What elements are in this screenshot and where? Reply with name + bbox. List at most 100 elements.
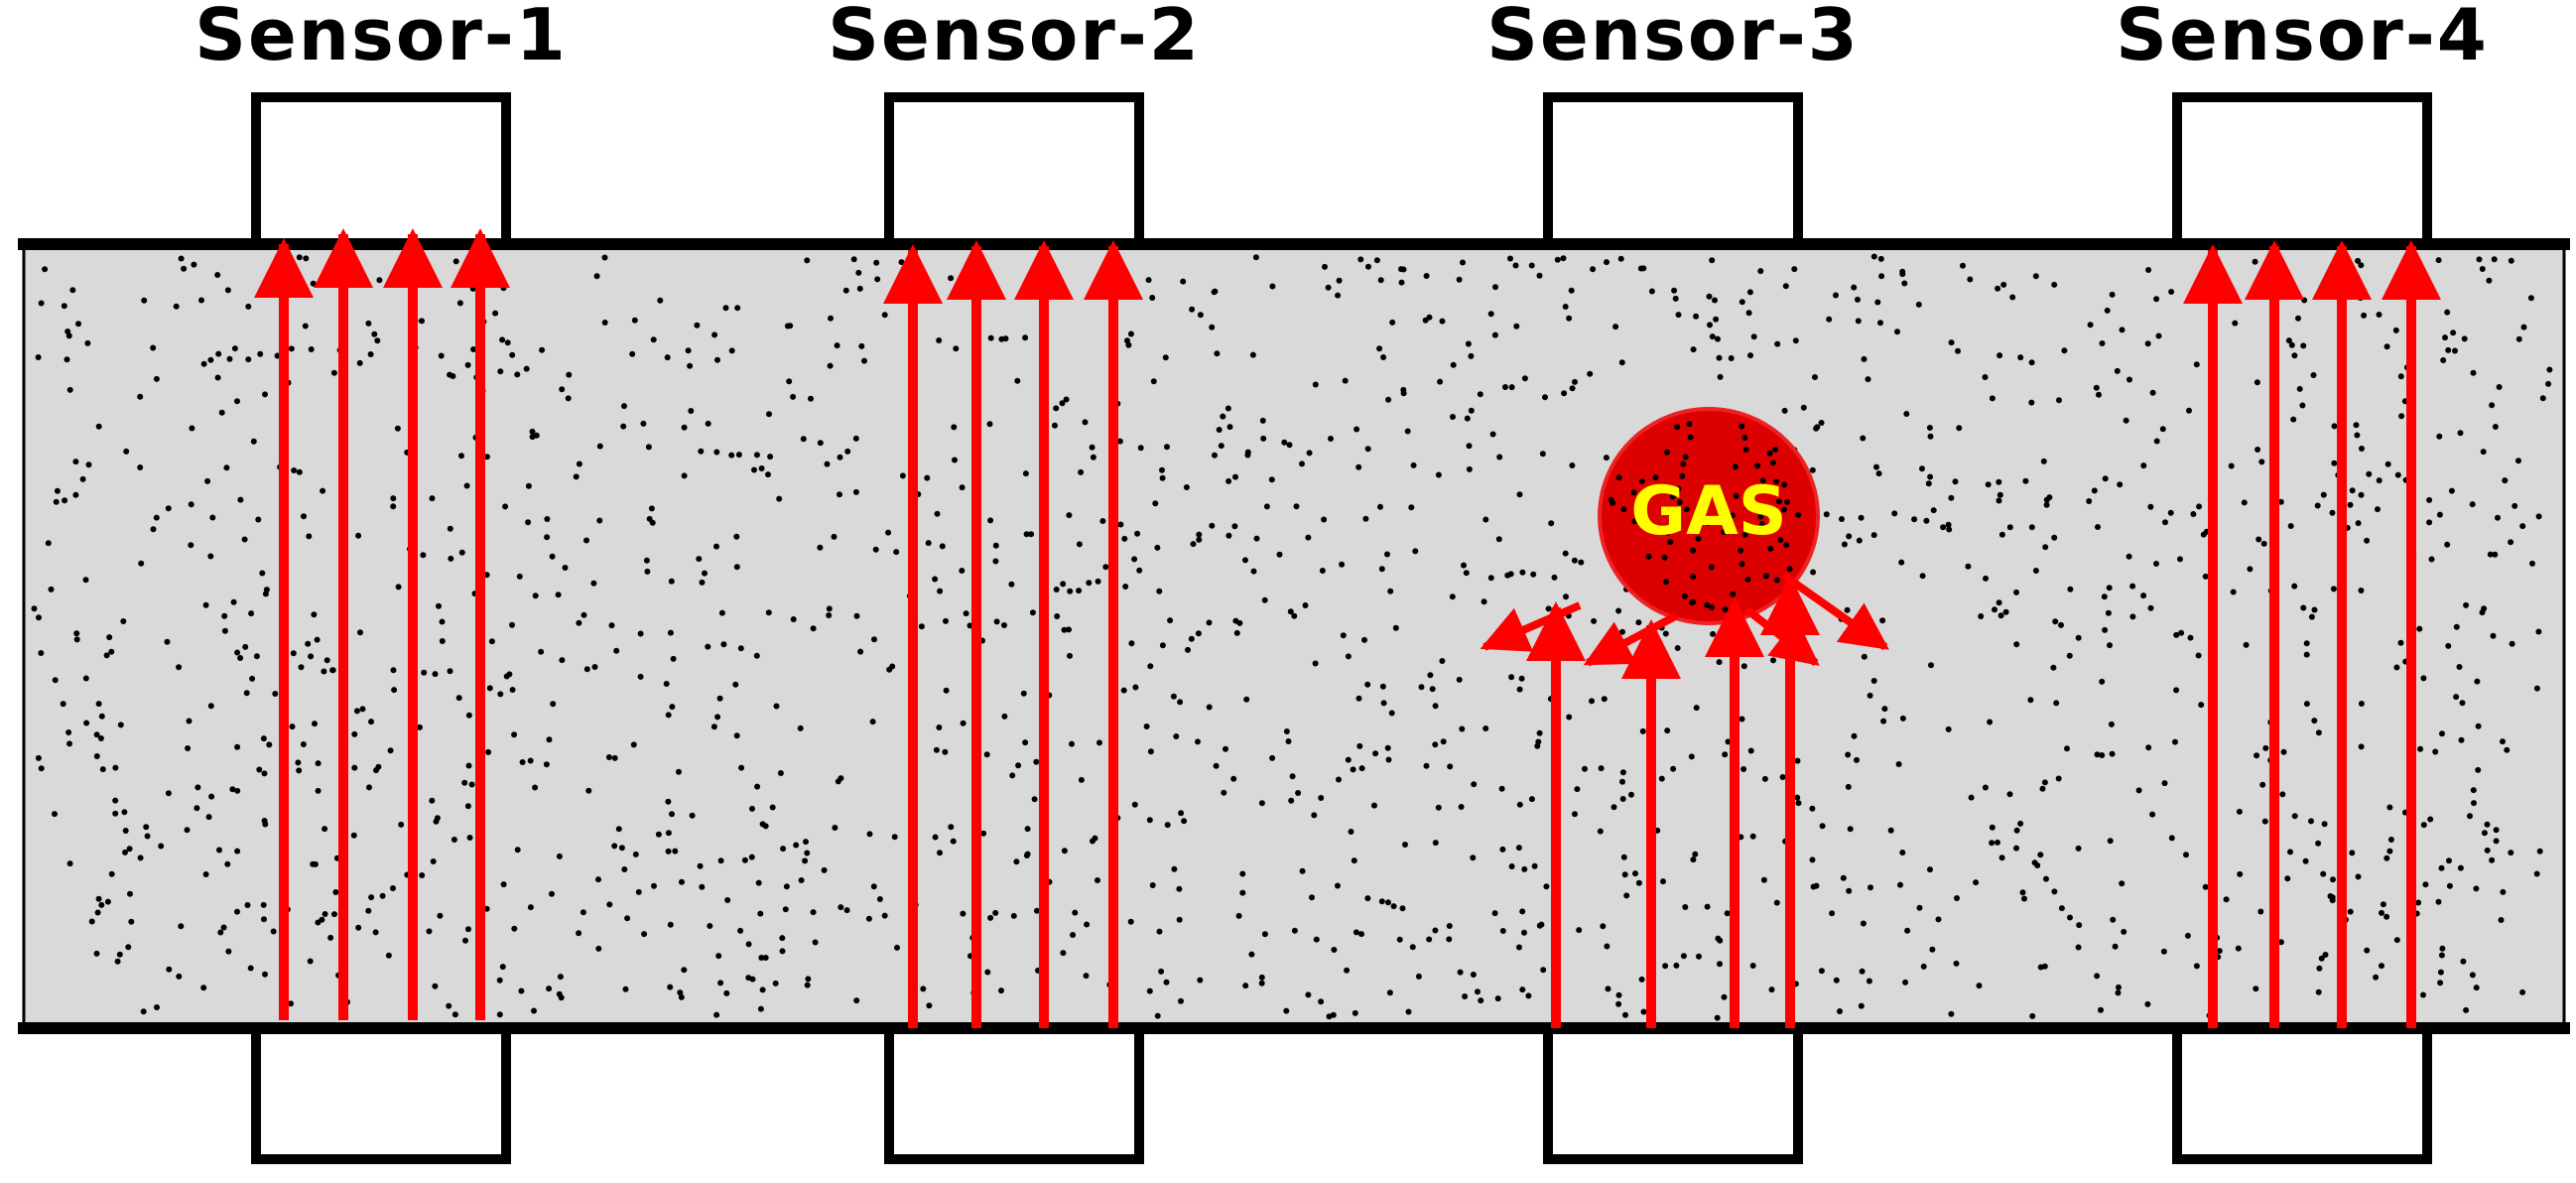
particle-dot bbox=[260, 901, 267, 908]
particle-dot bbox=[451, 837, 457, 843]
particle-dot bbox=[1740, 663, 1747, 670]
particle-dot bbox=[2489, 402, 2496, 409]
particle-dot bbox=[2193, 361, 2200, 368]
particle-dot bbox=[1518, 675, 1525, 682]
particle-dot bbox=[262, 971, 268, 978]
particle-dot bbox=[844, 448, 851, 455]
particle-dot bbox=[1121, 535, 1128, 542]
particle-dot bbox=[611, 754, 618, 761]
particle-dot bbox=[1120, 687, 1127, 694]
particle-dot bbox=[555, 592, 562, 598]
particle-dot bbox=[1749, 963, 1756, 969]
particle-dot bbox=[1283, 1007, 1290, 1014]
particle-dot bbox=[669, 704, 676, 711]
particle-dot bbox=[1954, 895, 1960, 901]
sensor-3-label: Sensor-3 bbox=[1486, 0, 1860, 76]
particle-dot bbox=[842, 287, 849, 294]
particle-dot bbox=[1746, 289, 1753, 296]
particle-dot bbox=[225, 948, 232, 955]
gas-dot bbox=[1733, 492, 1739, 499]
particle-dot bbox=[995, 288, 1002, 295]
particle-dot bbox=[2437, 969, 2444, 976]
particle-dot bbox=[2066, 652, 2073, 659]
particle-dot bbox=[2519, 523, 2526, 530]
particle-dot bbox=[502, 503, 509, 510]
particle-dot bbox=[959, 484, 966, 491]
particle-dot bbox=[2145, 744, 2152, 751]
particle-dot bbox=[1779, 774, 1786, 780]
particle-dot bbox=[1841, 541, 1848, 548]
gas-dot bbox=[1773, 577, 1780, 584]
particle-dot bbox=[651, 882, 657, 889]
particle-dot bbox=[465, 712, 472, 719]
particle-dot bbox=[2481, 830, 2488, 837]
particle-dot bbox=[2109, 750, 2116, 757]
particle-dot bbox=[176, 664, 183, 671]
gas-dot bbox=[1667, 539, 1674, 546]
particle-dot bbox=[234, 649, 241, 656]
particle-dot bbox=[2287, 849, 2293, 855]
particle-dot bbox=[2101, 593, 2108, 600]
particle-dot bbox=[713, 449, 720, 456]
particle-dot bbox=[663, 681, 670, 687]
particle-dot bbox=[1459, 725, 1466, 732]
particle-dot bbox=[955, 284, 962, 291]
particle-dot bbox=[1252, 254, 1259, 261]
particle-dot bbox=[783, 883, 790, 890]
particle-dot bbox=[2290, 416, 2297, 423]
particle-dot bbox=[234, 743, 241, 750]
particle-dot bbox=[419, 872, 426, 878]
particle-dot bbox=[1818, 420, 1825, 426]
particle-dot bbox=[1258, 980, 1265, 986]
particle-dot bbox=[1230, 775, 1237, 782]
particle-dot bbox=[2512, 502, 2518, 509]
particle-dot bbox=[637, 630, 644, 637]
particle-dot bbox=[1378, 566, 1385, 573]
particle-dot bbox=[1439, 658, 1446, 664]
particle-dot bbox=[1020, 690, 1027, 697]
particle-dot bbox=[93, 753, 100, 759]
particle-dot bbox=[1530, 571, 1537, 578]
particle-dot bbox=[898, 259, 905, 266]
particle-dot bbox=[2545, 380, 2552, 387]
sensor-4-label: Sensor-4 bbox=[2116, 0, 2489, 76]
particle-dot bbox=[1851, 284, 1858, 291]
particle-dot bbox=[1197, 312, 1204, 319]
particle-dot bbox=[1132, 684, 1139, 691]
particle-dot bbox=[1150, 378, 1157, 385]
particle-dot bbox=[106, 634, 113, 641]
particle-dot bbox=[1561, 390, 1568, 397]
particle-dot bbox=[1365, 263, 1371, 270]
particle-dot bbox=[779, 948, 786, 955]
particle-dot bbox=[1800, 404, 1807, 411]
particle-dot bbox=[1033, 758, 1040, 765]
particle-dot bbox=[2303, 701, 2310, 708]
particle-dot bbox=[2159, 426, 2166, 433]
particle-dot bbox=[772, 980, 779, 986]
particle-dot bbox=[1823, 511, 1830, 518]
particle-dot bbox=[688, 408, 695, 414]
particle-dot bbox=[1253, 535, 1260, 542]
particle-dot bbox=[1495, 536, 1502, 543]
particle-dot bbox=[665, 830, 672, 837]
particle-dot bbox=[1070, 932, 1077, 938]
particle-dot bbox=[1376, 345, 1383, 352]
particle-dot bbox=[371, 330, 378, 337]
particle-dot bbox=[2029, 1012, 2036, 1019]
particle-dot bbox=[2386, 804, 2393, 811]
particle-dot bbox=[583, 537, 589, 544]
particle-dot bbox=[784, 323, 791, 329]
particle-dot bbox=[920, 986, 927, 992]
particle-dot bbox=[1426, 936, 1433, 943]
particle-dot bbox=[2107, 838, 2114, 845]
particle-dot bbox=[2417, 745, 2424, 752]
particle-dot bbox=[1236, 619, 1243, 626]
particle-dot bbox=[1920, 963, 1927, 970]
particle-dot bbox=[303, 287, 310, 294]
particle-dot bbox=[223, 464, 230, 471]
particle-dot bbox=[1929, 946, 1936, 953]
particle-dot bbox=[2463, 601, 2470, 608]
particle-dot bbox=[1311, 812, 1318, 819]
particle-dot bbox=[766, 411, 772, 418]
particle-dot bbox=[1867, 692, 1873, 699]
